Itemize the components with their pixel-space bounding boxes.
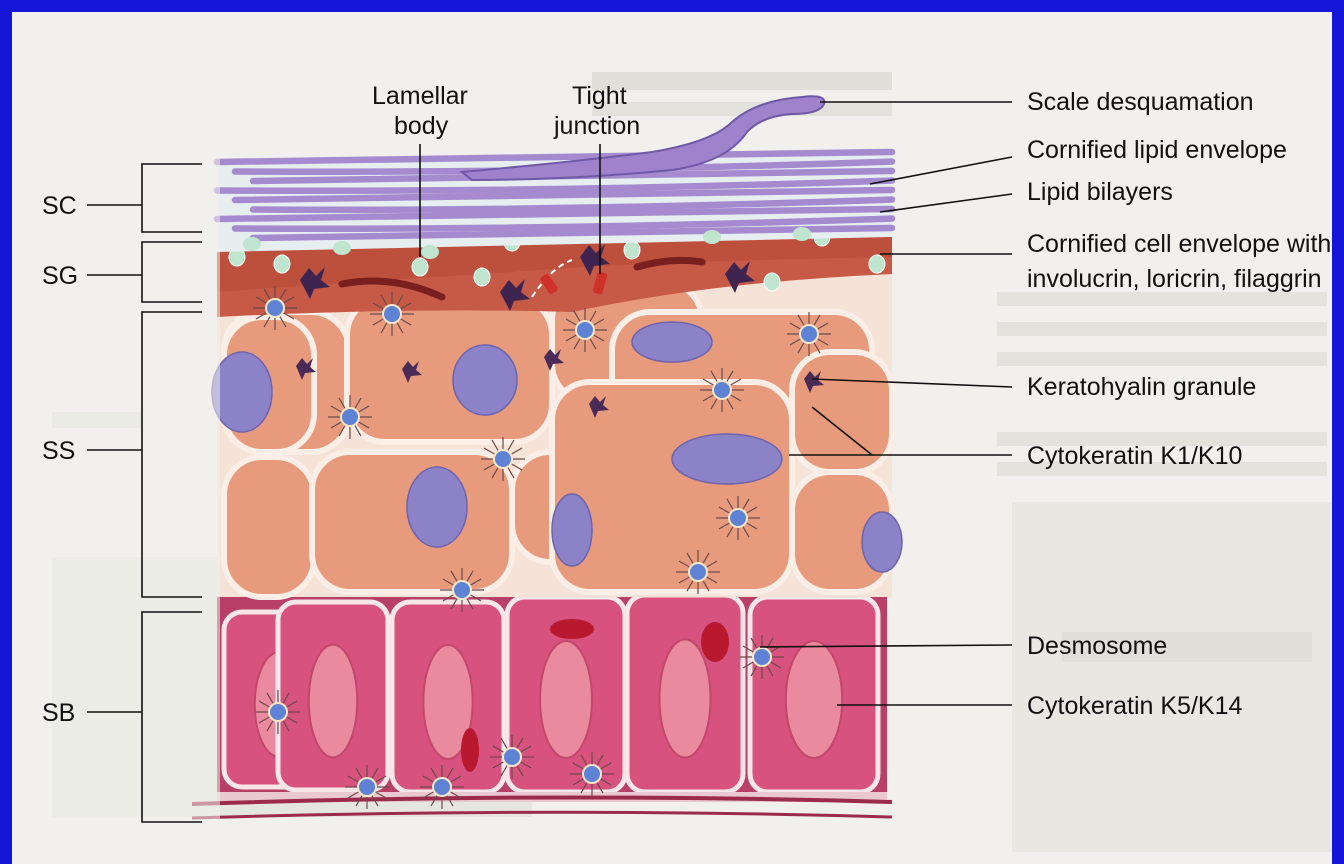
spinous-nucleus: [552, 494, 592, 566]
melanin-granule: [701, 622, 729, 662]
lamellar-body: [333, 241, 351, 255]
desmosome-plaque: [269, 703, 287, 721]
desmosome-plaque: [266, 299, 284, 317]
lamellar-body: [421, 245, 439, 259]
epidermis-diagram: SC SG SS SB Lamellar body Tight junction…: [12, 12, 1332, 864]
label-tight-2: junction: [553, 112, 640, 140]
desmosome-plaque: [729, 509, 747, 527]
spinous-nucleus: [453, 345, 517, 415]
desmosome-plaque: [576, 321, 594, 339]
lamellar-body: [703, 230, 721, 244]
lamellar-body: [793, 227, 811, 241]
stratum-basale: [192, 592, 892, 818]
lamellar-granule: [764, 273, 780, 291]
basal-nucleus: [309, 645, 357, 758]
basal-nucleus: [786, 641, 842, 758]
desmosome-plaque: [753, 648, 771, 666]
melanin-granule: [550, 619, 594, 639]
label-sc: SC: [42, 192, 77, 220]
desmosome-plaque: [433, 778, 451, 796]
spinous-nucleus: [212, 352, 272, 432]
label-lipid-envelope: Cornified lipid envelope: [1027, 136, 1287, 164]
melanin-granule: [461, 728, 479, 772]
lamellar-granule: [624, 241, 640, 259]
figure-page: SC SG SS SB Lamellar body Tight junction…: [12, 12, 1332, 864]
spinous-nucleus: [632, 322, 712, 362]
lamellar-granule: [274, 255, 290, 273]
label-k5k14: Cytokeratin K5/K14: [1027, 692, 1242, 720]
label-keratohyalin: Keratohyalin granule: [1027, 373, 1256, 401]
lamellar-granule: [869, 255, 885, 273]
label-sb: SB: [42, 699, 75, 727]
label-desmosome: Desmosome: [1027, 632, 1167, 660]
label-cell-envelope-2: involucrin, loricrin, filaggrin: [1027, 265, 1322, 293]
desmosome-plaque: [800, 325, 818, 343]
label-bilayers: Lipid bilayers: [1027, 178, 1173, 206]
label-scale: Scale desquamation: [1027, 88, 1254, 116]
desmosome-plaque: [358, 778, 376, 796]
desmosome-plaque: [494, 450, 512, 468]
desmosome-plaque: [383, 305, 401, 323]
label-ss: SS: [42, 437, 75, 465]
label-sg: SG: [42, 262, 78, 290]
desmosome-plaque: [453, 581, 471, 599]
spinous-cell: [224, 457, 314, 597]
spinous-nucleus: [672, 434, 782, 484]
desmosome-plaque: [341, 408, 359, 426]
spinous-nucleus: [407, 467, 467, 547]
lamellar-granule: [474, 268, 490, 286]
desmosome-plaque: [503, 748, 521, 766]
label-k1k10: Cytokeratin K1/K10: [1027, 442, 1242, 470]
label-cell-envelope-1: Cornified cell envelope with: [1027, 230, 1331, 258]
label-lamellar-1: Lamellar: [372, 82, 468, 110]
desmosome-plaque: [713, 381, 731, 399]
leader-bilayers: [880, 194, 1012, 212]
spinous-cell: [347, 297, 552, 442]
label-tight-1: Tight: [572, 82, 627, 110]
spinous-cell: [552, 382, 792, 592]
desmosome-plaque: [689, 563, 707, 581]
lamellar-granule: [412, 258, 428, 276]
spinous-nucleus: [862, 512, 902, 572]
lamellar-body: [243, 237, 261, 251]
label-lamellar-2: body: [394, 112, 449, 140]
spinous-cell: [792, 352, 892, 472]
basal-nucleus: [659, 639, 710, 757]
basal-nucleus: [540, 641, 592, 758]
desmosome-plaque: [583, 765, 601, 783]
